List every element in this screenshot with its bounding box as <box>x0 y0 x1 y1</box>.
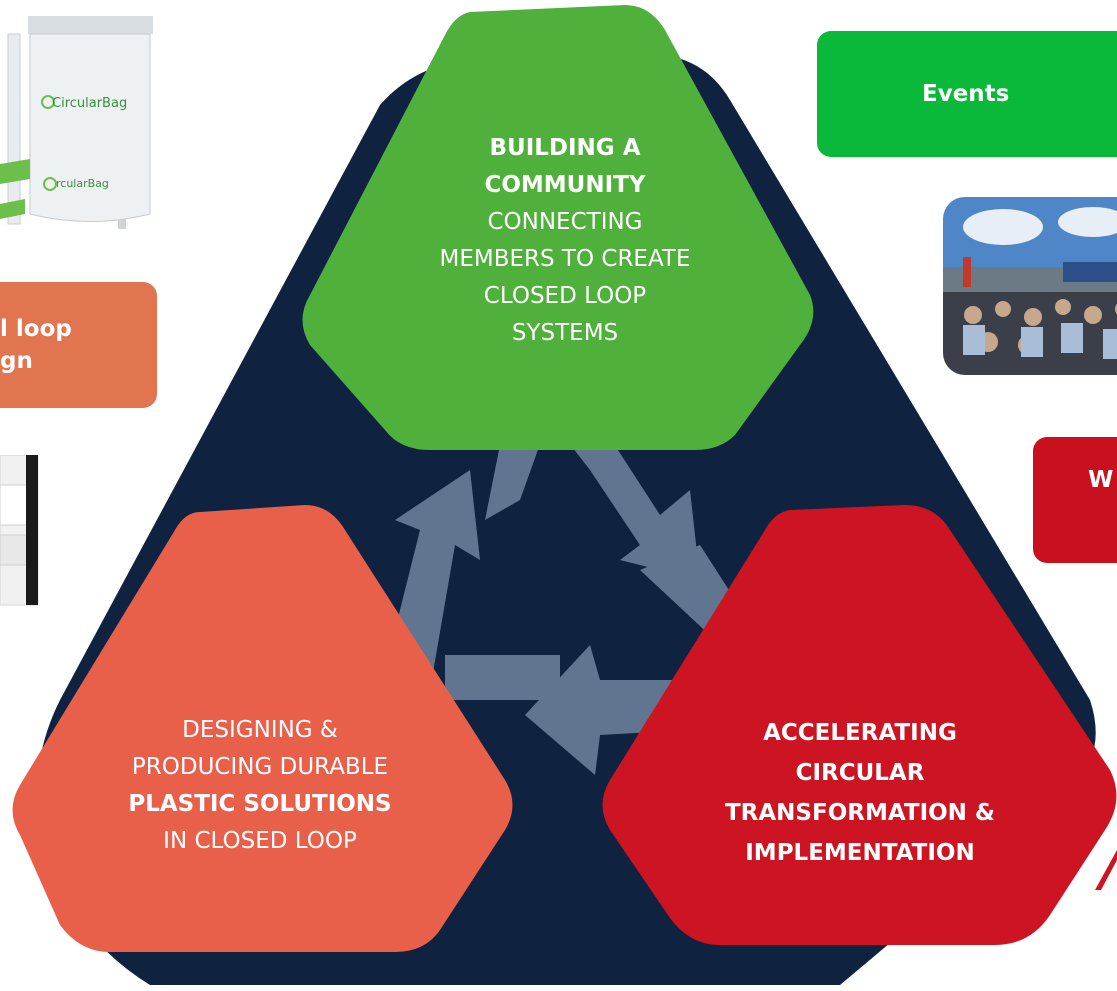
red-side-label: W <box>1088 467 1114 493</box>
designing-text: DESIGNING & PRODUCING DURABLE PLASTIC SO… <box>60 712 460 860</box>
community-text: BUILDING A COMMUNITY CONNECTING MEMBERS … <box>380 130 750 352</box>
community-desc-line1: CONNECTING <box>487 209 643 235</box>
accelerating-line2: CIRCULAR <box>795 760 925 786</box>
community-title-line1: BUILDING A <box>489 135 641 161</box>
red-side-box[interactable]: W <box>1033 437 1117 563</box>
accelerating-line1: ACCELERATING <box>763 720 957 746</box>
circular-bag-brand-label: CircularBag <box>52 96 128 111</box>
accelerating-line3: TRANSFORMATION & <box>724 800 995 826</box>
circular-bag-brand-label-2: rcularBag <box>56 177 109 190</box>
community-title-line2: COMMUNITY <box>484 172 646 198</box>
event-photo <box>943 197 1117 375</box>
designing-line4: IN CLOSED LOOP <box>163 828 357 854</box>
community-desc-line2: MEMBERS TO CREATE <box>439 246 691 272</box>
designing-line3: PLASTIC SOLUTIONS <box>128 791 392 817</box>
cabinet-image <box>0 454 40 615</box>
closed-loop-design-box[interactable]: l loop gn <box>0 282 157 408</box>
closed-loop-design-line1: l loop <box>0 316 72 342</box>
events-label: Events <box>922 81 1010 107</box>
community-desc-line3: CLOSED LOOP <box>483 283 647 309</box>
community-desc-line4: SYSTEMS <box>511 320 619 346</box>
designing-line1: DESIGNING & <box>182 717 338 743</box>
designing-line2: PRODUCING DURABLE <box>131 754 389 780</box>
events-box[interactable]: Events <box>817 31 1117 157</box>
accelerating-line4: IMPLEMENTATION <box>745 840 975 866</box>
arrow-partial-icon <box>1095 850 1117 890</box>
accelerating-text: ACCELERATING CIRCULAR TRANSFORMATION & I… <box>660 713 1060 873</box>
closed-loop-design-line2: gn <box>0 348 33 374</box>
circular-bag-image: CircularBag rcularBag <box>0 14 160 234</box>
